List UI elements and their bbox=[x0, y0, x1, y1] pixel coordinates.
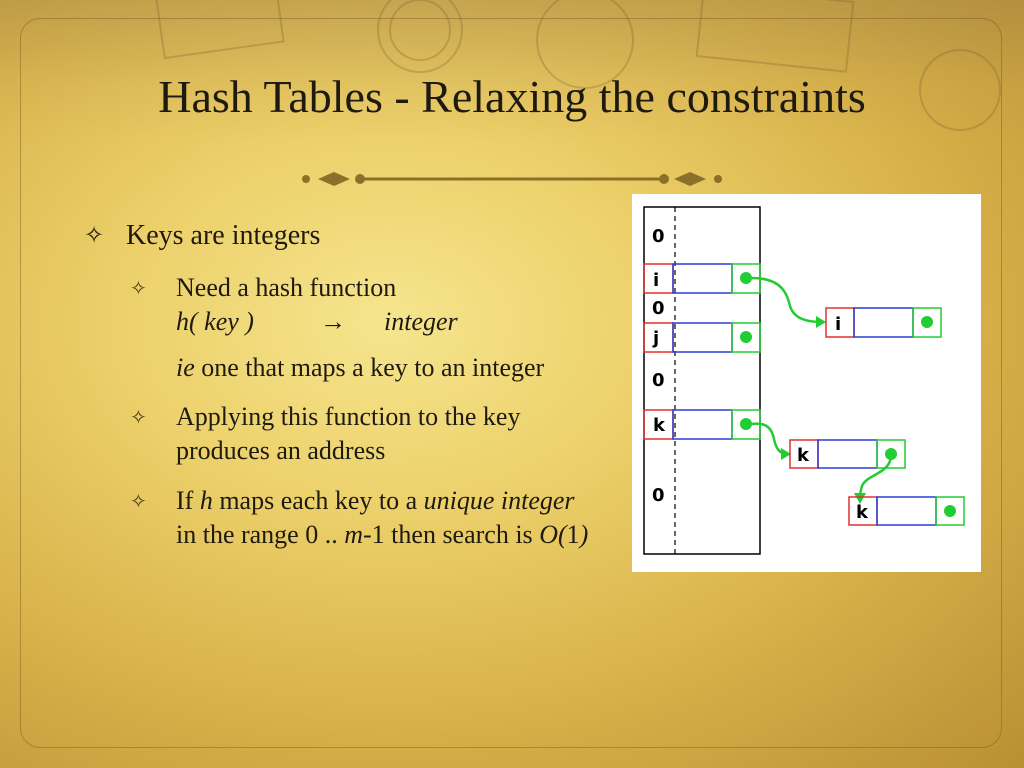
table-label-6: 0 bbox=[652, 485, 665, 506]
bullet-star-icon: ✧ bbox=[130, 278, 147, 300]
subbullet-text: Applying this function to the key produc… bbox=[176, 402, 521, 466]
chain-k2-label: k bbox=[856, 502, 869, 523]
arrowhead bbox=[781, 448, 791, 460]
bullet-keys: ✧ Keys are integers bbox=[84, 218, 604, 253]
text-big-o: O( bbox=[539, 519, 567, 549]
subbullet-text: Need a hash function bbox=[176, 273, 397, 302]
title-ornament bbox=[302, 172, 722, 186]
subbullet-unique: ✧ If h maps each key to a unique integer… bbox=[130, 484, 604, 552]
ie-text: one that maps a key to an integer bbox=[194, 352, 545, 382]
chain-node-i: i bbox=[825, 307, 942, 338]
bullet-text: Keys are integers bbox=[126, 220, 321, 251]
bullet-star-icon: ✧ bbox=[130, 407, 147, 430]
table-label-1: i bbox=[653, 270, 659, 291]
text-h: h bbox=[199, 485, 213, 515]
text-one: 1 bbox=[566, 519, 580, 549]
text-part: If bbox=[176, 485, 200, 515]
link-dot bbox=[740, 331, 752, 343]
slot-k: k bbox=[643, 409, 761, 440]
link-dot bbox=[740, 272, 752, 284]
subbullet-text: If h maps each key to a unique integer i… bbox=[176, 484, 596, 552]
table-label-5: k bbox=[653, 415, 666, 436]
text-part: in the range 0 .. bbox=[176, 519, 345, 549]
text-m: m bbox=[344, 519, 364, 549]
chain-node-k1: k bbox=[789, 439, 906, 469]
subbullet-address: ✧ Applying this function to the key prod… bbox=[130, 400, 604, 468]
bullet-star-icon: ✧ bbox=[130, 490, 147, 513]
text-close-paren: ) bbox=[579, 519, 589, 549]
chain-k1-label: k bbox=[797, 445, 810, 466]
formula-h-key: h( key ) bbox=[176, 306, 254, 336]
slide-title: Hash Tables - Relaxing the constraints bbox=[158, 71, 866, 122]
link-dot bbox=[921, 316, 933, 328]
hash-formula: h( key ) → integer bbox=[176, 305, 596, 339]
ie-note: ie one that maps a key to an integer bbox=[176, 351, 596, 385]
slide-frame bbox=[20, 18, 1002, 748]
subbullet-hash-function: ✧ Need a hash function h( key ) → intege… bbox=[130, 271, 604, 384]
ie-label: ie bbox=[176, 352, 195, 382]
arrowhead bbox=[816, 316, 826, 328]
formula-integer: integer bbox=[384, 306, 458, 336]
hash-table-outline bbox=[643, 206, 761, 555]
arrow-i-to-chain bbox=[751, 276, 823, 324]
bullet-star-icon: ✧ bbox=[84, 223, 105, 249]
text-part: maps each key to a bbox=[212, 485, 424, 515]
table-label-4: 0 bbox=[652, 370, 665, 391]
link-dot bbox=[885, 448, 897, 460]
slot-i: i bbox=[643, 263, 761, 294]
slot-j: j bbox=[643, 322, 761, 353]
table-label-2: 0 bbox=[652, 298, 665, 319]
link-dot bbox=[944, 505, 956, 517]
arrowhead bbox=[854, 493, 866, 504]
chain-node-k2: k bbox=[848, 496, 965, 526]
formula-arrow: → bbox=[320, 306, 346, 336]
table-label-0: 0 bbox=[652, 226, 665, 247]
chain-i-label: i bbox=[835, 314, 841, 335]
background-stamps bbox=[0, 0, 1024, 140]
text-part: -1 then search is bbox=[363, 519, 540, 549]
hash-table-diagram: 0 i 0 j 0 k 0 i bbox=[632, 194, 981, 572]
text-unique-integer: unique integer bbox=[423, 485, 575, 515]
slide-content: ✧ Keys are integers ✧ Need a hash functi… bbox=[84, 218, 604, 568]
table-label-3: j bbox=[652, 328, 659, 349]
link-dot bbox=[740, 418, 752, 430]
